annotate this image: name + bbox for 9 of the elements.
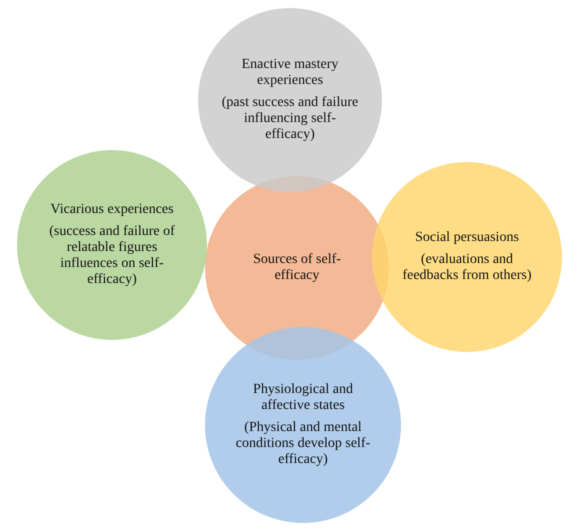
circle-title: Vicarious experiences [49,202,175,218]
circle-title: Enactive mastery experiences [240,57,340,89]
circle-title: Physiological and affective states [252,382,354,414]
circle-description: (evaluations and feedbacks from others) [401,252,533,284]
circle-description: (success and failure of relatable figures influences on self-efficacy) [48,224,176,288]
circle-title: Sources of self-efficacy [252,252,342,284]
circle-title: Social persuasions [414,230,520,246]
circle-description: (Physical and mental conditions develop self-efficacy) [234,420,372,468]
circle-description: (past success and failure influencing self-efficacy) [220,95,360,143]
